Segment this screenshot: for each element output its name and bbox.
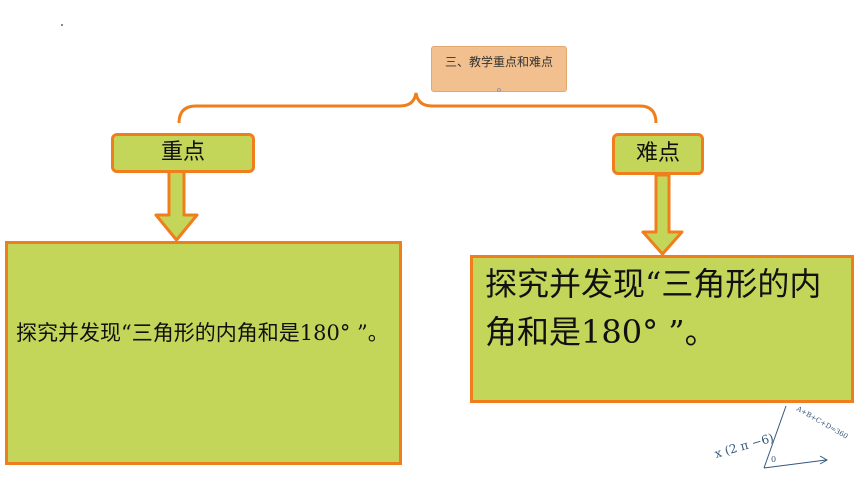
sketch-formula-left: x (2 π −6) <box>713 431 775 461</box>
decor-dot <box>61 24 63 26</box>
arrow-down-right <box>641 173 684 256</box>
curly-brace <box>177 92 658 124</box>
key-point-label: 重点 <box>111 133 255 173</box>
difficult-point-label: 难点 <box>612 133 704 175</box>
difficult-point-text: 探究并发现“三角形的内角和是180° ”。 <box>485 265 822 351</box>
sketch-formula-bottom: 0 <box>771 455 776 464</box>
difficult-point-content: 探究并发现“三角形的内角和是180° ”。 <box>470 255 854 403</box>
key-point-content: 探究并发现“三角形的内角和是180° ”。 <box>5 241 402 465</box>
title-handle <box>497 88 501 92</box>
sketch-formula-top: A+B+C+D=360 <box>794 404 849 440</box>
key-point-text: 探究并发现“三角形的内角和是180° ”。 <box>16 321 389 345</box>
geometry-sketch: x (2 π −6) A+B+C+D=360 0 <box>713 404 849 469</box>
section-title: 三、教学重点和难点 <box>431 46 567 92</box>
arrow-down-left <box>154 169 199 242</box>
